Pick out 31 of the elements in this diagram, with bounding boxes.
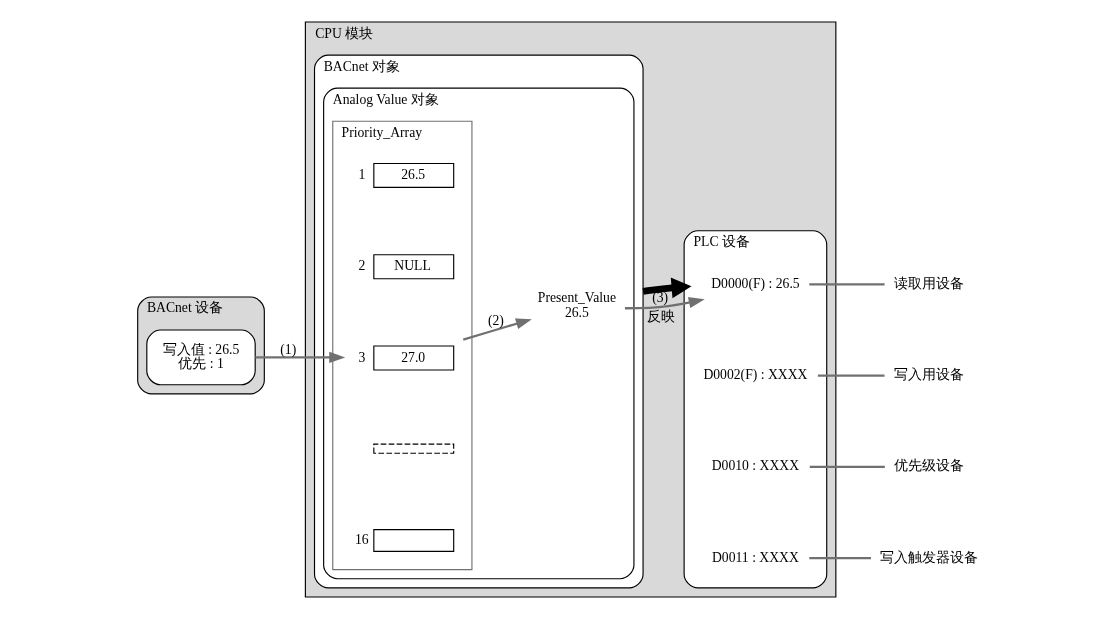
- arrow: [642, 277, 692, 299]
- arrow: [462, 318, 532, 341]
- node-box: 26.5: [373, 162, 455, 188]
- arrow: [255, 351, 346, 363]
- node-text: 写入触发器设备: [879, 549, 978, 565]
- connector: [809, 557, 871, 560]
- edge-label: (3): [652, 290, 669, 306]
- connector: [817, 374, 885, 377]
- edge-label: 反映: [647, 309, 676, 325]
- node-label: 16: [355, 532, 369, 548]
- node-label: 1: [358, 166, 366, 182]
- connector: [809, 283, 885, 286]
- node-label: 3: [358, 349, 366, 365]
- arrow: [624, 297, 705, 310]
- node-box: 27.0: [373, 345, 455, 371]
- node-box: NULL: [373, 254, 455, 280]
- edge-label: (1): [280, 341, 297, 357]
- node-text: Present_Value 26.5: [537, 290, 616, 321]
- node-box: [373, 529, 455, 552]
- node-text: D0010 : XXXX: [711, 458, 800, 474]
- node-text: 优先级设备: [893, 458, 964, 474]
- connector: [809, 465, 885, 469]
- node-text: D0011 : XXXX: [712, 549, 799, 565]
- node-text: 读取用设备: [893, 275, 964, 291]
- node-box: 写入值 : 26.5 优先 : 1: [146, 329, 256, 386]
- node-text: 写入用设备: [893, 367, 964, 383]
- node-label: 2: [358, 258, 366, 274]
- node-box: [373, 443, 455, 454]
- node-text: D0002(F) : XXXX: [703, 367, 808, 383]
- node-text: D0000(F) : 26.5: [711, 275, 800, 291]
- edge-label: (2): [487, 313, 504, 329]
